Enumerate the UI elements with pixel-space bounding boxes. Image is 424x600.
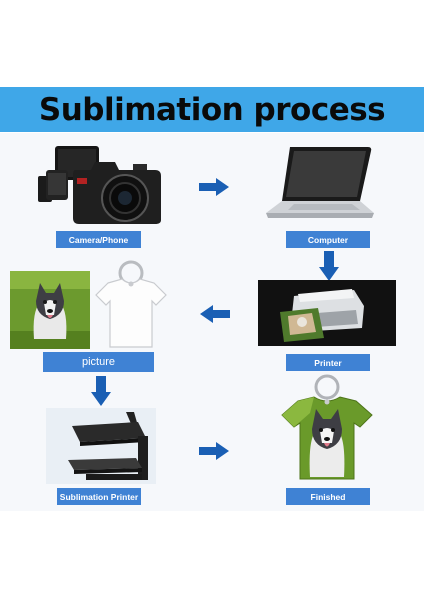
step-label-printer: Printer bbox=[286, 354, 370, 371]
arrow-right-icon bbox=[199, 442, 229, 460]
finished-keychain-icon bbox=[280, 373, 374, 483]
printer-icon bbox=[258, 280, 396, 346]
step-label-camera-phone: Camera/Phone bbox=[56, 231, 141, 248]
arrow-right-icon bbox=[199, 178, 229, 196]
step-label-sublimation-printer: Sublimation Printer bbox=[57, 488, 141, 505]
blank-shirt-keychain-icon bbox=[94, 259, 168, 351]
arrow-down-icon bbox=[91, 376, 111, 406]
page-title: Sublimation process bbox=[38, 91, 386, 128]
laptop-icon bbox=[264, 145, 376, 221]
arrow-left-icon bbox=[200, 305, 230, 323]
heat-press-icon bbox=[46, 408, 156, 484]
step-label-finished: Finished bbox=[286, 488, 370, 505]
arrow-down-icon bbox=[319, 251, 339, 281]
step-label-computer: Computer bbox=[286, 231, 370, 248]
step-label-picture: picture bbox=[43, 352, 154, 372]
dog-photo-icon bbox=[10, 271, 90, 349]
title-banner: Sublimation process bbox=[0, 87, 424, 132]
camera-phone-icon bbox=[33, 146, 165, 226]
